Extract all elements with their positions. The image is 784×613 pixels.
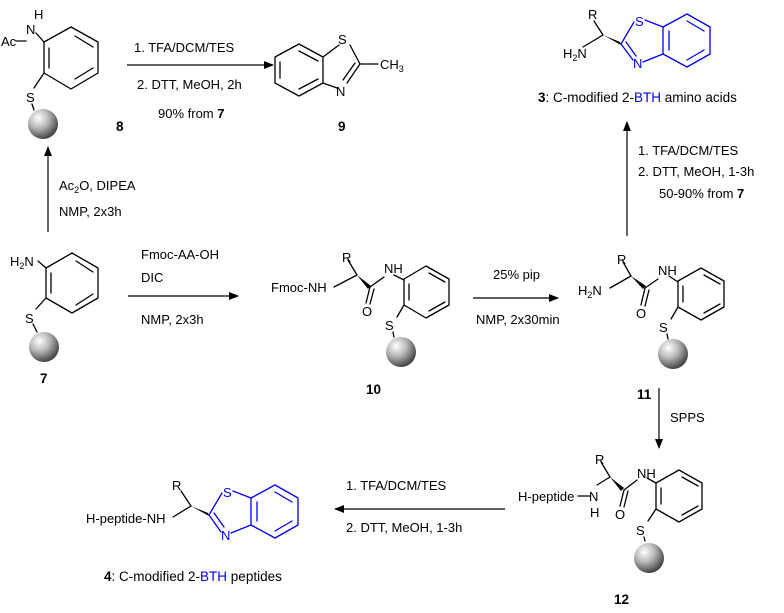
compound-9: S N CH3 9 xyxy=(274,32,404,134)
resin-bead-icon xyxy=(658,339,688,369)
methyl-label: CH3 xyxy=(380,57,404,74)
amine-label: H2N xyxy=(10,254,34,271)
sulfur-label: S xyxy=(659,320,668,335)
yield-line: 50-90% from 7 xyxy=(659,186,744,201)
reagent-line: DIC xyxy=(141,270,163,285)
carbonyl-o-label: O xyxy=(636,306,646,321)
carbonyl-o-label: O xyxy=(362,304,372,319)
nitrogen-label: N xyxy=(633,56,642,71)
compound-3: R H2N S N 3: C-modified 2-BTH amino acid… xyxy=(538,7,737,105)
compound-4: R H-peptide-NH S N 4: C-modified 2-BTH p… xyxy=(86,478,299,584)
compound-11: R H2N NH O S 11 xyxy=(578,252,725,402)
resin-bead-icon xyxy=(386,337,416,367)
step-10-to-11: 25% pip NMP, 2x30min xyxy=(473,267,560,327)
resin-bead-icon xyxy=(28,109,58,139)
sulfur-label: S xyxy=(25,311,34,326)
resin-bead-icon xyxy=(634,543,664,573)
step-7-to-8: Ac2O, DIPEA NMP, 2x3h xyxy=(44,146,136,232)
sulfur-label: S xyxy=(223,485,232,500)
sulfur-label: S xyxy=(636,523,645,538)
compound-4-caption: 4: C-modified 2-BTH peptides xyxy=(104,569,282,584)
compound-7: H2N S 7 xyxy=(10,252,99,386)
nitrogen-label: N xyxy=(336,84,345,99)
r-group-label: R xyxy=(172,478,181,493)
nitrogen-label: N xyxy=(221,528,230,543)
r-group-label: R xyxy=(342,250,351,265)
r-group-label: R xyxy=(617,252,626,267)
reagent-line: 25% pip xyxy=(493,267,540,282)
reagent-line: NMP, 2x30min xyxy=(476,312,560,327)
compound-number: 10 xyxy=(366,382,381,397)
step-11-to-12: SPPS xyxy=(655,388,705,449)
amide-h-label: H xyxy=(34,7,43,22)
condition-line: 2. DTT, MeOH, 1-3h xyxy=(346,520,462,535)
step-11-to-3: 1. TFA/DCM/TES 2. DTT, MeOH, 1-3h 50-90%… xyxy=(623,121,754,236)
condition-line: 1. TFA/DCM/TES xyxy=(638,143,738,158)
condition-line: 2. DTT, MeOH, 2h xyxy=(137,77,242,92)
resin-bead-icon xyxy=(29,332,59,362)
fmoc-nh-label: Fmoc-NH xyxy=(271,280,327,295)
r-group-label: R xyxy=(595,452,604,467)
step-7-to-10: Fmoc-AA-OH DIC NMP, 2x3h xyxy=(128,247,239,327)
nh-n-label: N xyxy=(589,489,598,504)
reagent-line: NMP, 2x3h xyxy=(141,312,204,327)
amine-label: H2N xyxy=(578,283,602,300)
compound-12: R H-peptide N H NH O S 12 xyxy=(518,452,703,607)
condition-line: 1. TFA/DCM/TES xyxy=(134,40,234,55)
condition-line: 2. DTT, MeOH, 1-3h xyxy=(638,164,754,179)
amide-nh-label: NH xyxy=(637,466,656,481)
nh-h-label: H xyxy=(590,505,599,520)
sulfur-label: S xyxy=(385,318,394,333)
sulfur-label: S xyxy=(635,14,644,29)
r-group-label: R xyxy=(588,7,597,22)
sulfur-label: S xyxy=(338,32,347,47)
reagent-line: Ac2O, DIPEA xyxy=(59,178,136,195)
compound-8: Ac N H S 8 xyxy=(1,7,124,139)
amide-nh-label: NH xyxy=(384,261,403,276)
compound-number: 9 xyxy=(338,119,346,134)
reagent-line: NMP, 2x3h xyxy=(59,204,122,219)
condition-line: 1. TFA/DCM/TES xyxy=(346,478,446,493)
compound-number: 8 xyxy=(116,119,124,134)
compound-number: 7 xyxy=(40,371,48,386)
compound-number: 11 xyxy=(637,387,652,402)
reagent-line: Fmoc-AA-OH xyxy=(141,247,219,262)
compound-number: 12 xyxy=(614,592,629,607)
step-12-to-4: 1. TFA/DCM/TES 2. DTT, MeOH, 1-3h xyxy=(334,478,505,535)
step-8-to-9: 1. TFA/DCM/TES 2. DTT, MeOH, 2h 90% from… xyxy=(127,40,274,121)
reagent-line: SPPS xyxy=(670,410,705,425)
amide-n-label: N xyxy=(26,22,35,37)
amine-label: H2N xyxy=(563,46,587,63)
carbonyl-o-label: O xyxy=(615,507,625,522)
sulfur-label: S xyxy=(26,90,35,105)
compound-10: R Fmoc-NH NH O S 10 xyxy=(271,250,450,397)
amide-nh-label: NH xyxy=(658,263,677,278)
h-peptide-nh-label: H-peptide-NH xyxy=(86,511,165,526)
h-peptide-label: H-peptide xyxy=(518,489,574,504)
yield-line: 90% from 7 xyxy=(158,106,224,121)
compound-3-caption: 3: C-modified 2-BTH amino acids xyxy=(538,90,737,105)
acetyl-label: Ac xyxy=(1,34,17,49)
